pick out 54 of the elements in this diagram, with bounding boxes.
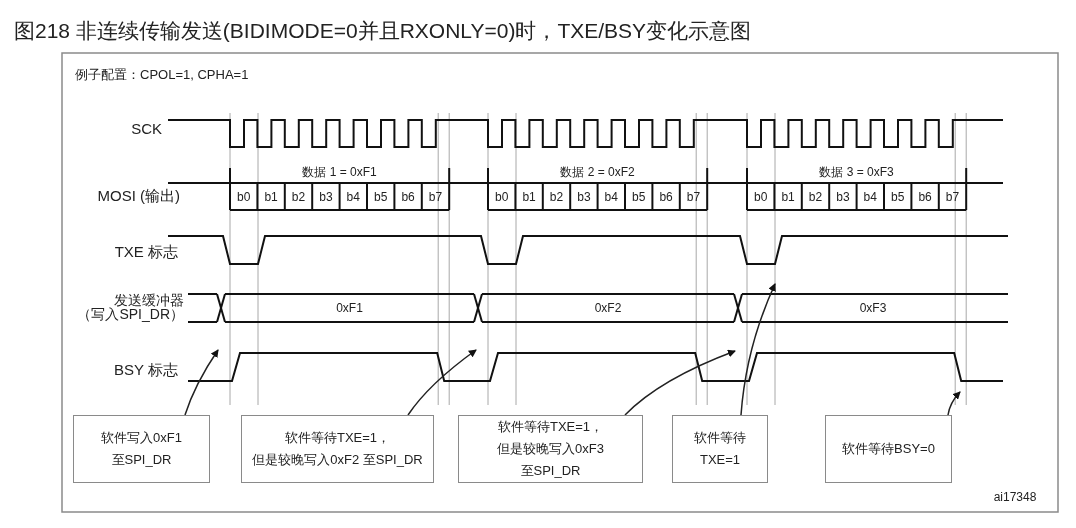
bsy-waveform [187,352,1004,382]
bit-label: b7 [944,188,961,206]
bit-label: b6 [658,188,674,206]
data-label: 数据 1 = 0xF1 [301,164,378,181]
bit-label: b7 [427,188,444,206]
bit-label: b3 [318,188,334,206]
bit-label: b1 [263,188,279,206]
data-value: 0xF3 [858,300,888,317]
data-value: 0xF2 [593,300,623,317]
bit-label: b6 [917,188,933,206]
bit-label: b1 [521,188,537,206]
bit-label: b5 [631,188,647,206]
bit-label: b7 [685,188,702,206]
bit-label: b0 [753,188,769,206]
bit-label: b4 [862,188,878,206]
bit-label: b0 [236,188,252,206]
annotation-box [672,415,768,483]
bit-label: b2 [290,188,307,206]
signal-name: 发送缓冲器（写入SPI_DR） [76,291,184,324]
signal-name: MOSI (输出) [96,185,180,205]
data-label: 数据 3 = 0xF3 [818,164,895,181]
figure-id: ai17348 [992,489,1038,506]
data-label: 数据 2 = 0xF2 [559,164,636,181]
bit-label: b3 [576,188,592,206]
bit-label: b1 [780,188,796,206]
annotation-box [241,415,434,483]
signal-name: TXE 标志 [113,241,178,261]
annotation-text: 软件等待TXE=1，但是较晚写入0xF2 至SPI_DR [251,429,424,469]
bit-label: b2 [807,188,824,206]
bit-label: b2 [548,188,565,206]
bit-label: b5 [890,188,906,206]
annotation-text: 软件等待BSY=0 [842,440,935,458]
signal-name: BSY 标志 [113,359,178,379]
annotation-box [73,415,210,483]
leader-arrow [407,349,477,416]
bit-label: b4 [603,188,619,206]
bit-label: b4 [345,188,361,206]
leader-arrow [184,349,219,416]
bit-label: b6 [400,188,416,206]
leader-arrow [947,391,961,416]
signal-name: SCK [130,118,162,138]
bit-label: b5 [373,188,389,206]
annotation-box [458,415,643,483]
annotation-text: 软件等待TXE=1，但是较晚写入0xF3 至SPI_DR [496,418,605,480]
config-note: 例子配置：CPOL=1, CPHA=1 [75,65,250,84]
leader-arrow [740,283,776,416]
leader-arrow [624,349,736,416]
annotation-text: 软件写入0xF1 至SPI_DR [100,429,183,469]
bit-label: b3 [835,188,851,206]
annotation-box [825,415,952,483]
annotation-text: 软件等待 TXE=1 [693,429,747,469]
figure-title: 图218 非连续传输发送(BIDIMODE=0并且RXONLY=0)时，TXE/BSY变化示意图 [14,18,752,44]
data-value: 0xF1 [335,300,364,317]
bit-label: b0 [494,188,510,206]
